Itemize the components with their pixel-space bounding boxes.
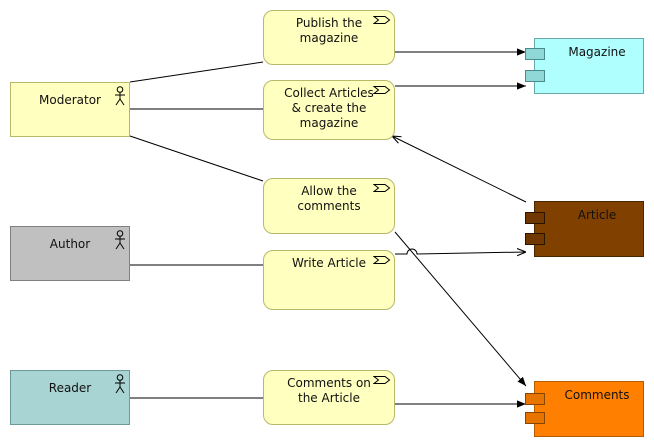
component-port-icon	[525, 212, 545, 224]
edge-article-collect	[392, 136, 527, 203]
process-comment-article-label: Comments on the Article	[287, 376, 371, 405]
component-magazine[interactable]: Magazine	[525, 38, 644, 94]
component-port-icon	[525, 412, 545, 424]
process-write-article-label: Write Article	[292, 256, 366, 270]
component-article-label: Article	[577, 208, 617, 222]
edge-allow-comments	[394, 231, 527, 387]
actor-author[interactable]: Author	[10, 226, 130, 281]
process-icon	[373, 376, 391, 384]
component-comments[interactable]: Comments	[525, 381, 644, 437]
process-allow-comments-label: Allow the comments	[297, 184, 361, 213]
process-icon	[373, 16, 391, 24]
process-write-article[interactable]: Write Article	[263, 250, 395, 310]
process-icon	[373, 86, 391, 94]
process-publish-magazine-label: Publish the magazine	[295, 16, 363, 45]
process-collect-articles-label: Collect Articles & create the magazine	[284, 86, 374, 130]
actor-icon	[115, 230, 125, 250]
process-icon	[373, 184, 391, 192]
component-port-icon	[525, 233, 545, 245]
process-allow-comments[interactable]: Allow the comments	[263, 178, 395, 234]
actor-reader[interactable]: Reader	[10, 370, 130, 425]
component-magazine-label: Magazine	[568, 45, 626, 59]
component-port-icon	[525, 48, 545, 60]
edge-write-article	[395, 249, 526, 254]
edge-moderator-publish	[129, 61, 264, 83]
process-publish-magazine[interactable]: Publish the magazine	[263, 10, 395, 65]
process-icon	[373, 256, 391, 264]
component-article[interactable]: Article	[525, 201, 644, 257]
actor-reader-label: Reader	[48, 381, 92, 395]
actor-icon	[115, 86, 125, 106]
process-collect-articles[interactable]: Collect Articles & create the magazine	[263, 80, 395, 140]
actor-moderator[interactable]: Moderator	[10, 82, 130, 137]
component-port-icon	[525, 70, 545, 82]
actor-moderator-label: Moderator	[39, 93, 101, 107]
actor-icon	[115, 374, 125, 394]
actor-author-label: Author	[49, 237, 91, 251]
process-comment-article[interactable]: Comments on the Article	[263, 370, 395, 425]
component-port-icon	[525, 393, 545, 405]
component-comments-label: Comments	[564, 388, 630, 402]
edge-moderator-allow	[129, 135, 264, 182]
